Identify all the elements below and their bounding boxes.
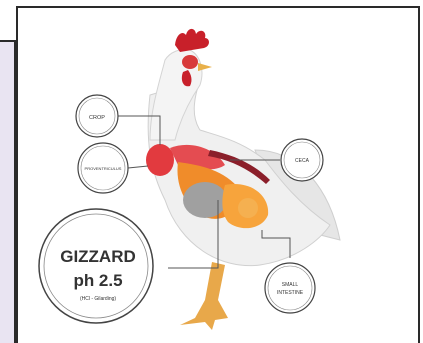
gizzard-ph: ph 2.5	[73, 271, 122, 290]
gizzard-title: GIZZARD	[60, 247, 136, 266]
gizzard-label-group: GIZZARD ph 2.5 (HCl - Gilarding)	[39, 209, 153, 323]
gizzard-note: (HCl - Gilarding)	[80, 296, 116, 302]
crop-organ	[146, 144, 174, 176]
crop-label: CROP	[89, 115, 105, 121]
ceca-label-group: CECA	[281, 139, 323, 181]
legs-shape	[180, 262, 228, 330]
proventriculus-label: PROVENTRICULUS	[85, 166, 122, 171]
small-intestine-label-group: SMALL INTESTINE	[265, 263, 315, 313]
small-intestine-label-2: INTESTINE	[277, 290, 304, 296]
small-intestine-label-1: SMALL	[282, 282, 299, 288]
ceca-label: CECA	[295, 158, 310, 164]
crop-label-group: CROP	[76, 95, 118, 137]
comb-shape	[175, 29, 209, 52]
proventriculus-label-group: PROVENTRICULUS	[78, 143, 128, 193]
